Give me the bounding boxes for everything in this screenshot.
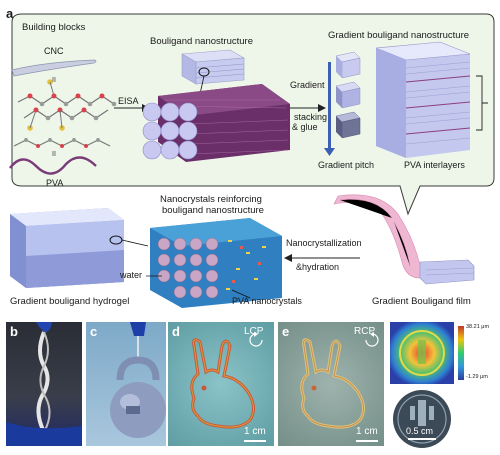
bouligand-cube	[181, 49, 245, 95]
nanocrystals-title-2: bouligand nanostructure	[162, 205, 264, 216]
scale-bar-e	[356, 440, 378, 442]
colorbar-bottom-label: -1.29 μm	[466, 374, 488, 380]
gradient-pitch-blocks	[324, 51, 361, 156]
nanocrystallization-arrow	[284, 254, 360, 262]
svg-text:II: II	[52, 151, 56, 158]
gradient-bouligand-stack	[375, 41, 488, 158]
pva-wave	[9, 156, 97, 175]
scale-label-g: 0.5 cm	[406, 426, 434, 436]
cnc-molecule: II	[13, 79, 117, 158]
schematic-panel: II II	[9, 13, 495, 308]
scale-bar-d	[244, 440, 266, 442]
nanocrystal-bundle	[146, 218, 282, 308]
photo-d-lcp-rabbit: d LCP 1 cm	[168, 322, 274, 446]
photo-c-kettlebell: c	[86, 322, 166, 446]
pva-interlayers-label: PVA interlayers	[404, 160, 465, 170]
pva-nanocrystals-label: PVA nanocrystals	[232, 296, 302, 306]
rcp-label: RCP	[354, 326, 376, 337]
scale-label-d: 1 cm	[244, 426, 266, 437]
gradient-pitch-label: Gradient pitch	[318, 160, 375, 170]
hydrogel-block	[10, 208, 149, 288]
hydrogel-label: Gradient bouligand hydrogel	[10, 296, 130, 307]
nanocrystallization-label-2: &hydration	[296, 262, 340, 272]
lcp-label: LCP	[244, 326, 264, 337]
svg-text:II: II	[52, 77, 56, 84]
gradient-stacking-label-2: stacking	[294, 112, 328, 122]
photo-g-disc: g 0.5 cm	[390, 388, 454, 450]
gradient-film	[333, 194, 475, 285]
film-label: Gradient Bouligand film	[372, 296, 471, 307]
panel-label-b: b	[10, 324, 18, 339]
height-colorbar	[458, 326, 464, 380]
gradient-bouligand-title: Gradient bouligand nanostructure	[328, 30, 470, 41]
bouligand-rod-bundle	[142, 84, 290, 162]
cnc-rod: II	[11, 59, 97, 84]
gradient-stacking-label-1: Gradient	[290, 80, 325, 90]
nanocrystallization-label-1: Nanocrystallization	[286, 238, 362, 248]
gradient-stacking-label-3: & glue	[292, 122, 318, 132]
panel-label-a: a	[6, 6, 14, 21]
panel-label-d: d	[172, 324, 180, 339]
scale-bar-g	[408, 438, 436, 440]
photo-f-height-map: f	[390, 322, 454, 384]
panel-label-c: c	[90, 324, 98, 339]
stacking-arrow	[290, 104, 326, 112]
scale-label-e: 1 cm	[356, 426, 378, 437]
pva-label: PVA	[46, 178, 64, 188]
colorbar-top-label: 38.21 μm	[466, 324, 490, 330]
panel-label-e: e	[282, 324, 290, 339]
eisa-label: EISA	[118, 96, 139, 106]
bouligand-title: Bouligand nanostructure	[150, 36, 253, 47]
building-blocks-label: Building blocks	[22, 22, 86, 33]
photo-e-rcp-rabbit: e RCP 1 cm	[278, 322, 384, 446]
nanocrystals-title-1: Nanocrystals reinforcing	[160, 194, 262, 205]
cnc-label: CNC	[44, 46, 64, 56]
water-label: water	[120, 270, 143, 280]
photo-b-twisted-film: b	[6, 322, 82, 446]
